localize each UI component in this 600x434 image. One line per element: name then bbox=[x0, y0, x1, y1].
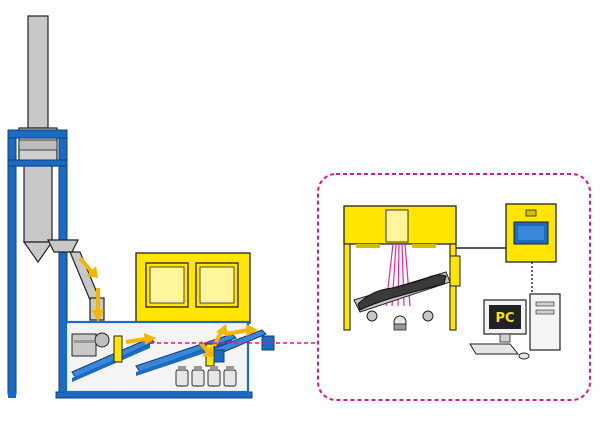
conveyor-1 bbox=[71, 337, 155, 382]
sample-bottles bbox=[175, 366, 237, 387]
control-cabinet bbox=[505, 203, 557, 263]
drive-motor bbox=[71, 332, 110, 357]
feed-hopper bbox=[47, 239, 105, 321]
analyzer-housing bbox=[135, 252, 251, 324]
conveyor-belt-closeup bbox=[353, 271, 451, 331]
gantry-analyzer bbox=[343, 205, 461, 331]
support-frame bbox=[7, 129, 253, 399]
process-plant bbox=[7, 15, 318, 399]
analyzer-closeup: PC bbox=[317, 173, 591, 401]
flow-arrows bbox=[78, 256, 258, 358]
silo bbox=[18, 15, 58, 264]
desktop-computer: PC bbox=[469, 293, 561, 360]
flow-arrow bbox=[125, 333, 156, 345]
sampler-bracket-1 bbox=[113, 335, 123, 363]
flow-arrow bbox=[225, 324, 258, 336]
flow-arrow bbox=[92, 288, 104, 322]
flow-arrow bbox=[78, 256, 98, 278]
pc-label: PC bbox=[495, 311, 514, 326]
